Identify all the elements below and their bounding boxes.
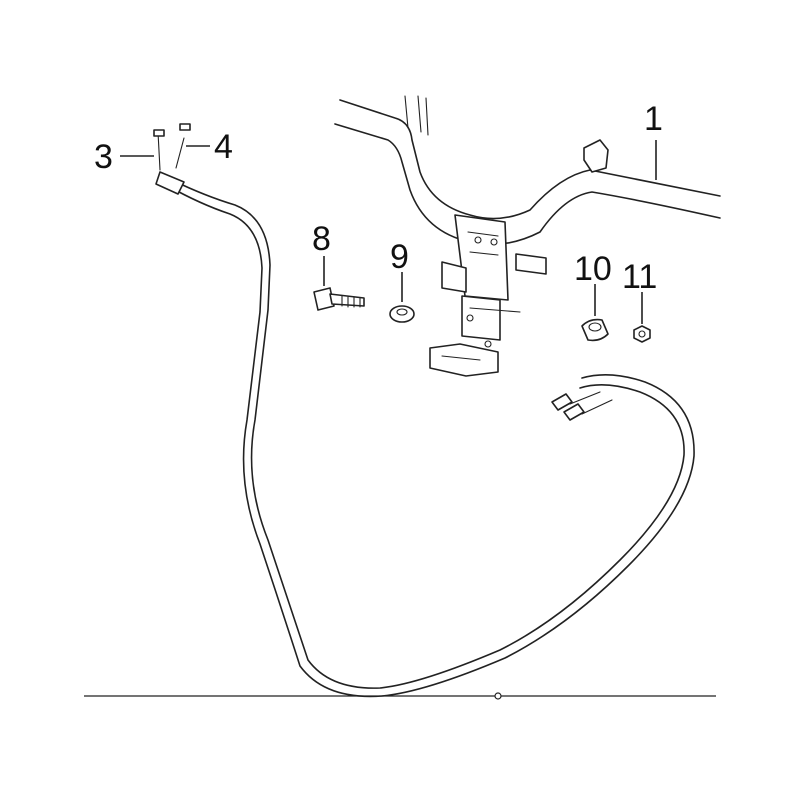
washer bbox=[389, 305, 415, 323]
callout-1: 1 bbox=[644, 100, 663, 138]
handlebar bbox=[334, 95, 721, 377]
callout-8: 8 bbox=[312, 220, 331, 258]
callout-10: 10 bbox=[574, 250, 612, 288]
nut bbox=[633, 325, 651, 343]
bottom-rule-mark bbox=[494, 692, 502, 700]
callout-3: 3 bbox=[94, 138, 113, 176]
callout-9: 9 bbox=[390, 238, 409, 276]
spacer bbox=[581, 318, 609, 342]
bolt bbox=[313, 287, 365, 311]
brake-cable bbox=[153, 123, 695, 698]
callout-4: 4 bbox=[214, 128, 233, 166]
callout-11: 11 bbox=[622, 258, 658, 296]
